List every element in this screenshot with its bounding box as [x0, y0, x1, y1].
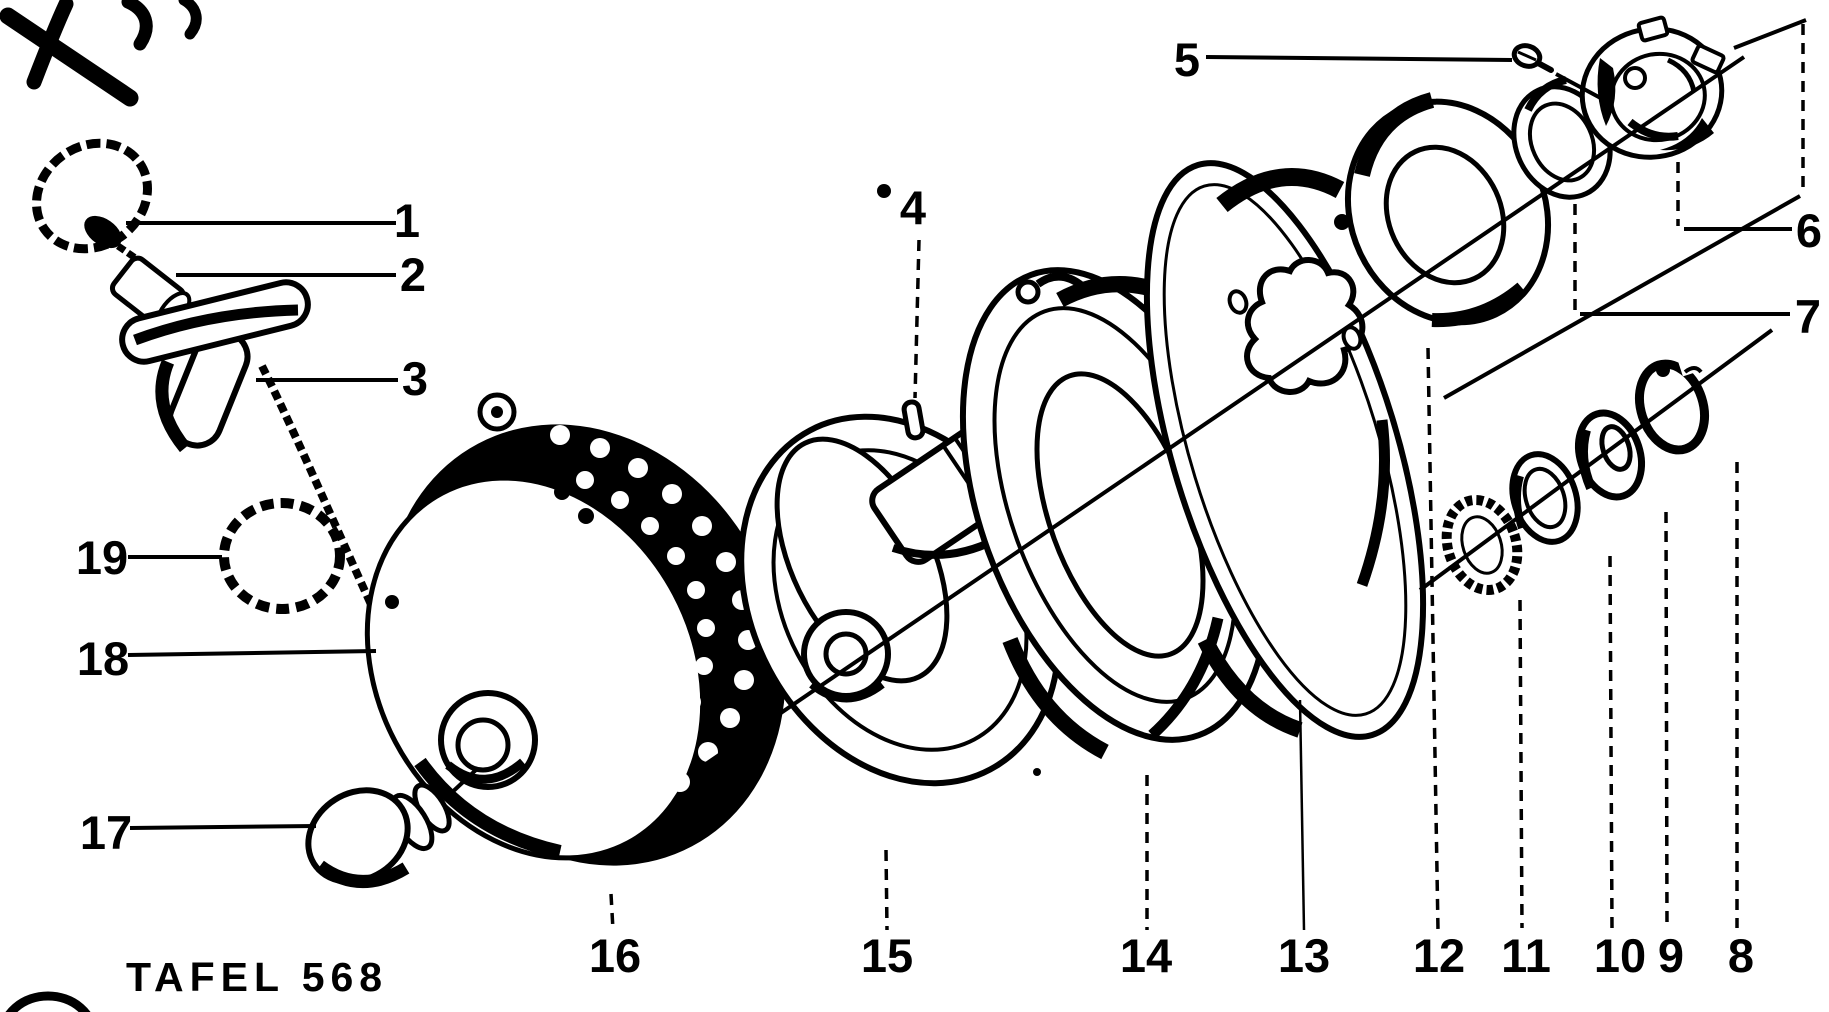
friction-washer: [1511, 76, 1613, 200]
leader-5: [1205, 55, 1513, 62]
leader-9: [1664, 511, 1669, 929]
leader-17: [129, 824, 317, 830]
cap-knob: [305, 766, 480, 888]
snap-ring: [1635, 355, 1709, 455]
part-label-19: 19: [76, 531, 128, 584]
part-label-7: 7: [1795, 290, 1821, 343]
axis-lines: [698, 18, 1807, 770]
plate-title: TAFEL 568: [126, 954, 388, 1000]
part-label-10: 10: [1594, 929, 1646, 982]
part-label-12: 12: [1413, 929, 1465, 982]
washer-chain-axis-line: [1418, 328, 1774, 592]
cam-plate: [1143, 160, 1427, 740]
leader-13: [1298, 699, 1306, 931]
part-label-4: 4: [900, 181, 926, 234]
drum-perforations: [550, 425, 758, 816]
part-label-2: 2: [400, 248, 426, 301]
part-label-11: 11: [1501, 929, 1551, 982]
part-label-1: 1: [394, 194, 420, 247]
leader-11: [1518, 599, 1524, 929]
drive-pin: [901, 399, 926, 441]
part-label-17: 17: [80, 806, 132, 859]
part-label-6: 6: [1796, 204, 1822, 257]
handwritten-circle: [5, 991, 91, 1012]
rope-coil: [219, 498, 345, 614]
bearing-ring: [1344, 92, 1552, 328]
part-label-8: 8: [1728, 929, 1754, 982]
spring-washer: [1575, 409, 1645, 501]
part-label-13: 13: [1278, 929, 1330, 982]
pan-head-screw: [1511, 43, 1554, 73]
dashed-leader-lines: [609, 24, 1805, 931]
part-label-18: 18: [77, 632, 129, 685]
rope-grip-eyelet: [32, 138, 152, 267]
cam-cutout: [1244, 257, 1366, 395]
leader-18: [127, 649, 377, 657]
part-label-16: 16: [589, 929, 641, 982]
part-label-15: 15: [861, 929, 913, 982]
part-label-5: 5: [1174, 33, 1200, 86]
leader-lines: [126, 55, 1792, 931]
screw-axis-line: [1555, 72, 1609, 104]
starter-pawl-cup: [1579, 15, 1726, 160]
part-label-3: 3: [402, 352, 428, 405]
leader-15: [884, 849, 889, 931]
part-labels: 1 2 3 4 5 6 7 8 9 10 11 12 13 14 15 16 1…: [76, 33, 1822, 982]
starter-housing-drum: [364, 392, 786, 866]
part-label-14: 14: [1120, 929, 1172, 982]
leader-12: [1426, 347, 1440, 931]
ink-speck: [1033, 768, 1041, 776]
leader-16: [609, 893, 615, 931]
starter-t-handle: [119, 279, 311, 453]
asterisk-marker: [877, 184, 891, 198]
leader-10: [1608, 555, 1614, 929]
bracket-top-diagonal: [1733, 18, 1807, 50]
part-label-9: 9: [1658, 929, 1684, 982]
handwritten-mark: [0, 0, 202, 107]
main-axis-line: [698, 55, 1746, 770]
leader-4: [913, 239, 921, 399]
